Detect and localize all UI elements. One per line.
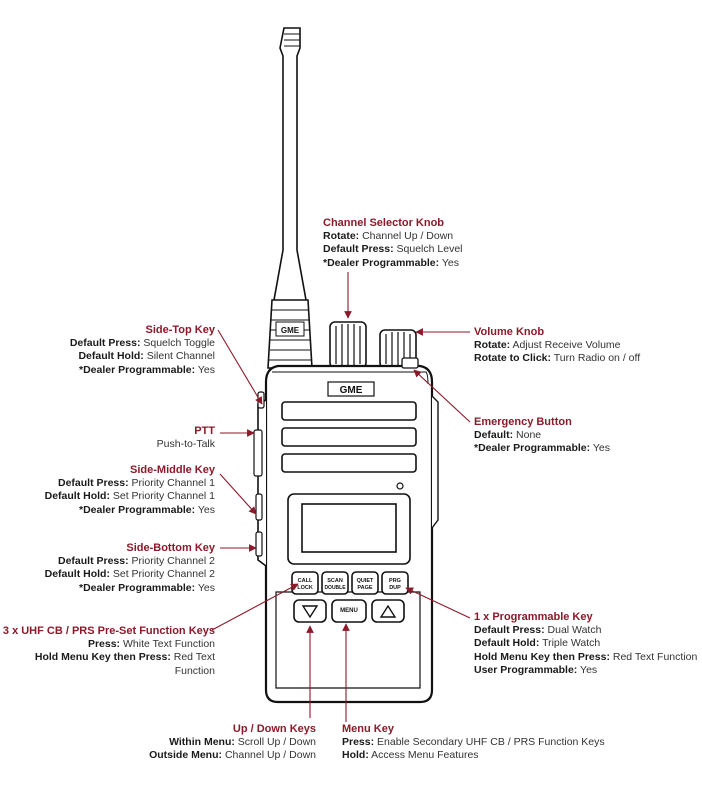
side-top-title: Side-Top Key — [145, 324, 215, 336]
svg-text:SCAN: SCAN — [327, 578, 343, 584]
volume-title: Volume Knob — [474, 326, 545, 338]
ptt-title: PTT — [194, 425, 215, 437]
leader-programmable — [405, 587, 471, 619]
callout-function-keys: 3 x UHF CB / PRS Pre-Set Function Keys P… — [2, 625, 215, 677]
up-down-title: Up / Down Keys — [232, 723, 316, 735]
emergency-title: Emergency Button — [474, 416, 572, 428]
leader-side-middle — [219, 473, 257, 515]
up-key[interactable] — [371, 599, 405, 623]
triangle-down-icon — [301, 605, 319, 619]
side-middle-title: Side-Middle Key — [130, 464, 215, 476]
antenna — [267, 27, 313, 369]
antenna-brand: GME — [281, 326, 300, 335]
callout-up-down: Up / Down Keys Within Menu: Scroll Up / … — [149, 723, 316, 762]
svg-text:DUP: DUP — [389, 585, 401, 591]
svg-text:LOCK: LOCK — [297, 585, 313, 591]
callout-channel-selector: Channel Selector Knob Rotate: Channel Up… — [323, 217, 463, 269]
function-key-call-lock[interactable]: CALL LOCK — [291, 571, 319, 595]
callout-volume: Volume Knob Rotate: Adjust Receive Volum… — [474, 326, 641, 365]
programmable-key-title: 1 x Programmable Key — [474, 611, 593, 623]
down-key[interactable] — [293, 599, 327, 623]
leader-side-top — [217, 329, 263, 405]
svg-text:PRG: PRG — [389, 578, 401, 584]
svg-text:MENU: MENU — [340, 608, 358, 614]
svg-text:PAGE: PAGE — [357, 585, 373, 591]
function-key-quiet-page[interactable]: QUIET PAGE — [351, 571, 379, 595]
svg-text:QUIET: QUIET — [357, 578, 374, 584]
callout-programmable-key: 1 x Programmable Key Default Press: Dual… — [474, 611, 698, 676]
leader-emergency — [413, 369, 471, 423]
brand-plate-text: GME — [340, 385, 363, 396]
callout-side-middle: Side-Middle Key Default Press: Priority … — [44, 464, 215, 516]
function-key-scan-double[interactable]: SCAN DOUBLE — [321, 571, 349, 595]
callout-side-bottom: Side-Bottom Key Default Press: Priority … — [44, 542, 215, 594]
menu-key[interactable]: MENU — [331, 599, 367, 623]
svg-text:CALL: CALL — [298, 578, 313, 584]
side-bottom-title: Side-Bottom Key — [126, 542, 215, 554]
leader-function-keys — [211, 583, 299, 631]
triangle-up-icon — [379, 604, 397, 618]
callout-ptt: PTT Push-to-Talk — [156, 425, 215, 451]
programmable-key-prg-dup[interactable]: PRG DUP — [381, 571, 409, 595]
menu-key-title: Menu Key — [342, 723, 394, 735]
callout-menu-key: Menu Key Press: Enable Secondary UHF CB … — [342, 723, 605, 762]
channel-selector-title: Channel Selector Knob — [323, 217, 445, 229]
channel-selector-knob[interactable] — [329, 321, 367, 369]
callout-emergency: Emergency Button Default: None *Dealer P… — [474, 416, 611, 455]
callout-side-top: Side-Top Key Default Press: Squelch Togg… — [69, 324, 215, 376]
svg-text:DOUBLE: DOUBLE — [324, 585, 346, 591]
function-keys-title: 3 x UHF CB / PRS Pre-Set Function Keys — [2, 625, 215, 637]
